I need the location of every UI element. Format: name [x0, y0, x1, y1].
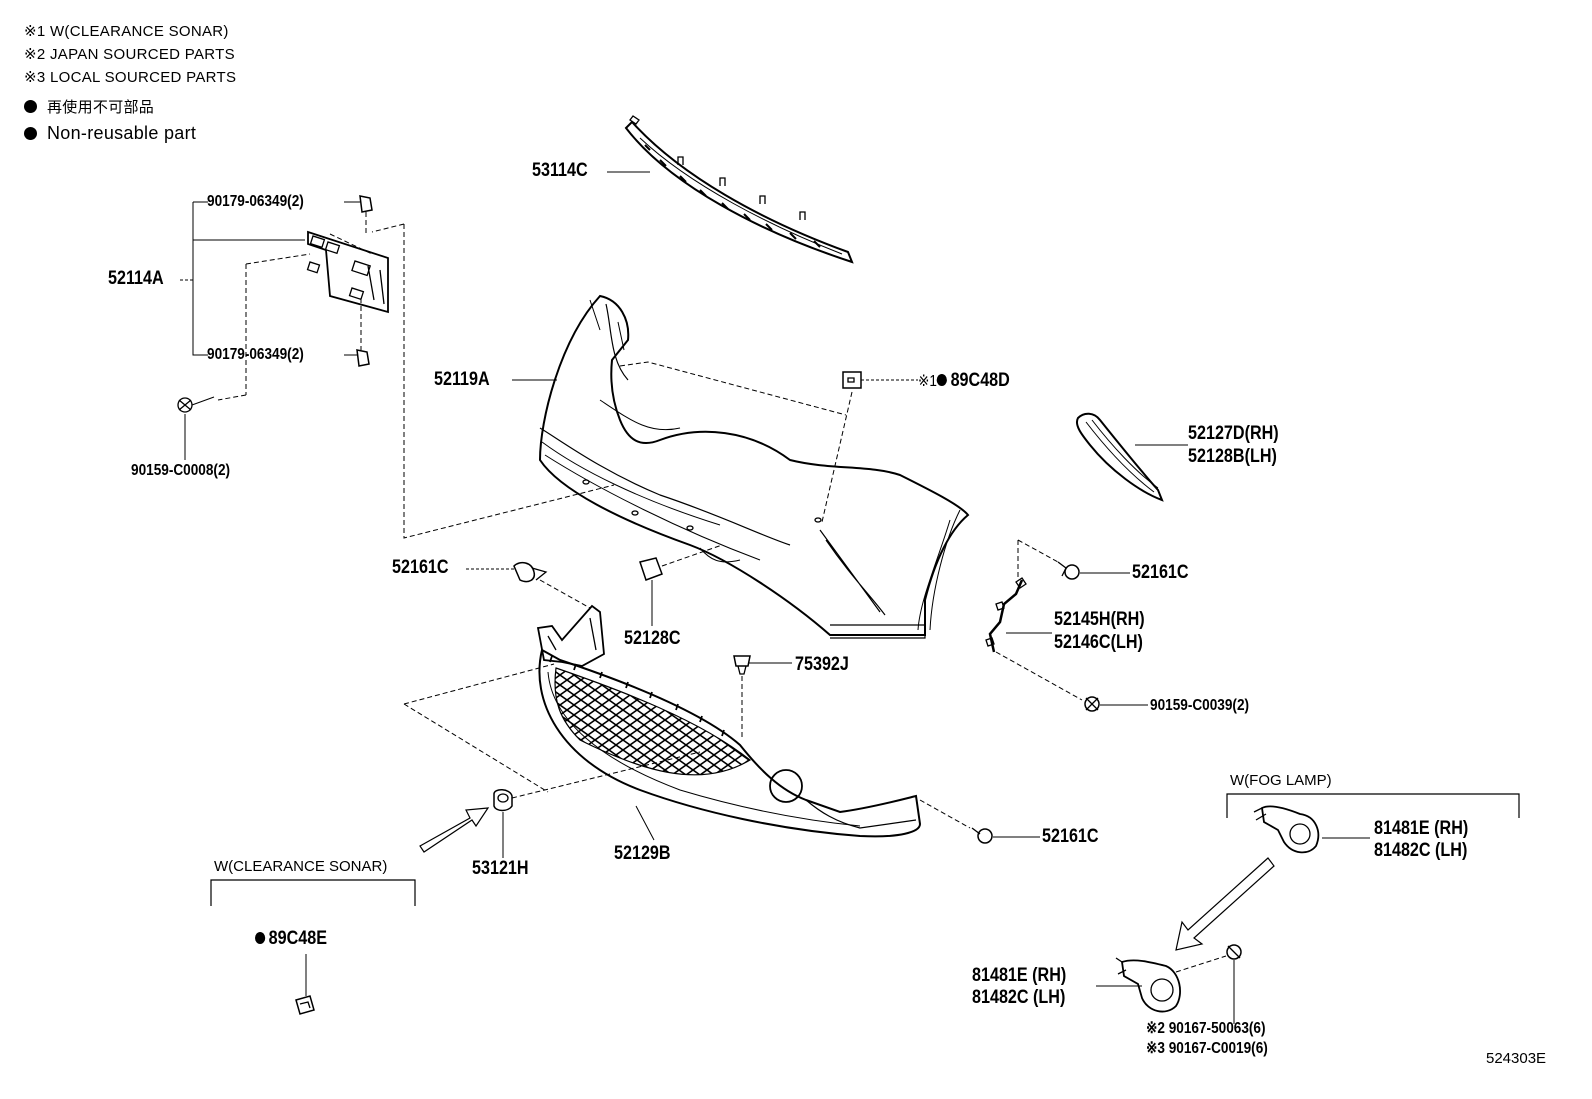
fog-bezel-81481E-top [1253, 805, 1320, 854]
nonreusable-dot-icon [24, 100, 37, 113]
part-89C48E[interactable]: 89C48E [255, 928, 327, 950]
part-81481E-bottom[interactable]: 81481E (RH) [972, 965, 1067, 986]
part-52161C-left[interactable]: 52161C [392, 557, 449, 578]
diagram-code: 524303E [1486, 1050, 1547, 1067]
lower-grille-52129B [538, 648, 922, 838]
note-mark-1: ※1 [918, 373, 937, 390]
legend-nonreusable-jp-text: 再使用不可部品 [47, 99, 155, 116]
nonreusable-dot-icon [255, 932, 266, 944]
part-52127D[interactable]: 52127D(RH) [1188, 423, 1279, 444]
part-81482C-top[interactable]: 81482C (LH) [1374, 840, 1468, 861]
sonar-retainer-53121H [493, 789, 513, 812]
screw-90159-C0039 [1084, 696, 1100, 712]
part-81481E-top[interactable]: 81481E (RH) [1374, 818, 1469, 839]
part-52128C[interactable]: 52128C [624, 628, 681, 649]
legend-nonreusable-en: Non-reusable part [24, 122, 236, 145]
nonreusable-dot-icon [24, 127, 37, 140]
clip-52161C-right [1057, 561, 1080, 580]
part-52114A[interactable]: 52114A [108, 268, 164, 289]
nonreusable-dot-icon [936, 374, 948, 386]
part-52145H[interactable]: 52145H(RH) [1054, 609, 1145, 630]
part-52128B[interactable]: 52128B(LH) [1188, 446, 1277, 467]
part-52161C-bottom[interactable]: 52161C [1042, 826, 1099, 847]
part-52119A[interactable]: 52119A [434, 369, 490, 390]
condition-clearance-sonar: W(CLEARANCE SONAR) [214, 858, 388, 875]
part-75392J[interactable]: 75392J [795, 654, 849, 675]
sonar-bracket-89C48D [842, 371, 862, 389]
side-reflector-52127D [1076, 412, 1164, 502]
screw-90159-C0008 [177, 396, 215, 413]
condition-fog-lamp: W(FOG LAMP) [1230, 772, 1332, 789]
license-bracket-52114A [306, 230, 389, 314]
legend-nonreusable-en-text: Non-reusable part [47, 123, 197, 143]
part-90179-06349-bottom[interactable]: 90179-06349(2) [207, 346, 304, 363]
part-89C48E-number: 89C48E [268, 928, 327, 949]
part-53114C[interactable]: 53114C [532, 160, 588, 181]
legend-note-3: ※3 LOCAL SOURCED PARTS [24, 69, 237, 86]
part-90179-06349-top[interactable]: 90179-06349(2) [207, 193, 304, 210]
lower-grille-left-bracket [536, 604, 605, 667]
part-90167-C0019[interactable]: ※3 90167-C0019(6) [1146, 1040, 1268, 1057]
screw-90167 [1226, 944, 1242, 960]
cap-52128C [639, 557, 663, 581]
upper-grille-strip-53114C [624, 115, 854, 264]
part-89C48D-number: 89C48D [950, 370, 1010, 391]
part-52161C-right[interactable]: 52161C [1132, 562, 1189, 583]
part-52146C[interactable]: 52146C(LH) [1054, 632, 1143, 653]
legend-note-2: ※2 JAPAN SOURCED PARTS [24, 46, 235, 63]
clip-75392J [733, 655, 751, 675]
legend-nonreusable-jp: 再使用不可部品 [24, 96, 236, 119]
side-bracket-52145H [985, 577, 1027, 653]
part-90159-C0039[interactable]: 90159-C0039(2) [1150, 697, 1250, 714]
part-89C48D[interactable]: ※1 89C48D [918, 370, 1010, 393]
sonar-bracket-89C48E [295, 995, 315, 1015]
part-90167-50063[interactable]: ※2 90167-50063(6) [1146, 1020, 1266, 1037]
clip-90179-top [359, 195, 373, 213]
part-52129B[interactable]: 52129B [614, 843, 671, 864]
clip-52161C-bottom [971, 827, 993, 844]
bumper-cover-52119A [538, 294, 970, 639]
legend-note-1: ※1 W(CLEARANCE SONAR) [24, 23, 229, 40]
part-53121H[interactable]: 53121H [472, 858, 529, 879]
clip-90179-bottom [356, 349, 370, 367]
legend: ※1 W(CLEARANCE SONAR) ※2 JAPAN SOURCED P… [24, 20, 236, 145]
clip-52161C-left [513, 561, 548, 583]
part-81482C-bottom[interactable]: 81482C (LH) [972, 987, 1066, 1008]
part-90159-C0008[interactable]: 90159-C0008(2) [131, 462, 231, 479]
fog-bezel-81481E-bottom [1115, 957, 1181, 1013]
